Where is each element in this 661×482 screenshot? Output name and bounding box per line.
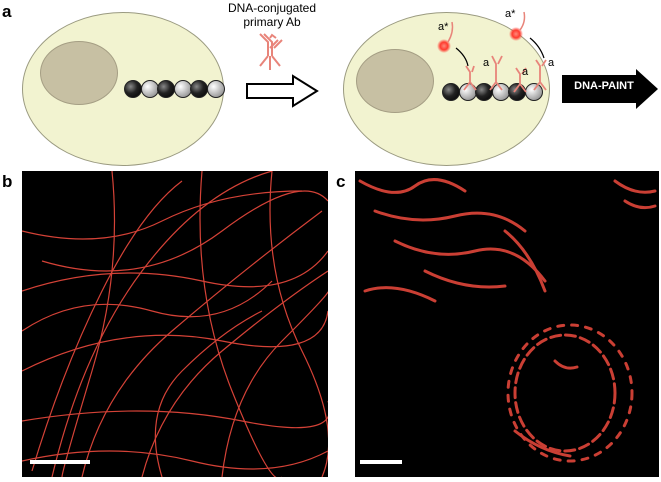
- imager-label-2: a*: [505, 8, 516, 20]
- protein-bead: [190, 80, 208, 98]
- mitochondria-network: [358, 178, 657, 463]
- protein-bead: [173, 80, 192, 98]
- antibody-icon: [259, 33, 283, 70]
- microscopy-image-microtubules: [21, 170, 331, 480]
- open-arrow-icon: [246, 74, 319, 108]
- panel-label-c: c: [336, 172, 346, 191]
- scale-bar-b: [30, 460, 90, 464]
- microscopy-image-mitochondria: [355, 171, 659, 477]
- fluorophore-icon: [509, 27, 523, 41]
- panel-label-b: b: [2, 172, 13, 191]
- docking-label-2: a: [522, 66, 529, 78]
- protein-bead: [206, 80, 225, 98]
- panel-label-a: a: [2, 2, 12, 21]
- docking-label-3: a: [548, 57, 555, 69]
- nucleus-left: [40, 41, 118, 105]
- imager-label-1: a*: [438, 21, 449, 33]
- protein-bead: [140, 80, 159, 98]
- scale-bar-c: [360, 460, 402, 464]
- microtubule-network: [21, 170, 331, 480]
- double-headed-arrow-icon: [529, 37, 545, 59]
- double-headed-arrow-icon: [455, 47, 469, 67]
- antibody-caption: DNA-conjugated primary Ab: [227, 1, 317, 29]
- nucleus-right: [356, 49, 434, 113]
- docking-label-1: a: [483, 57, 490, 69]
- dna-paint-label: DNA-PAINT: [574, 80, 634, 92]
- protein-bead: [157, 80, 175, 98]
- protein-bead: [124, 80, 142, 98]
- dna-paint-arrow-icon: [562, 69, 658, 109]
- fluorophore-icon: [437, 39, 451, 53]
- dna-paint-schematic: [437, 11, 547, 93]
